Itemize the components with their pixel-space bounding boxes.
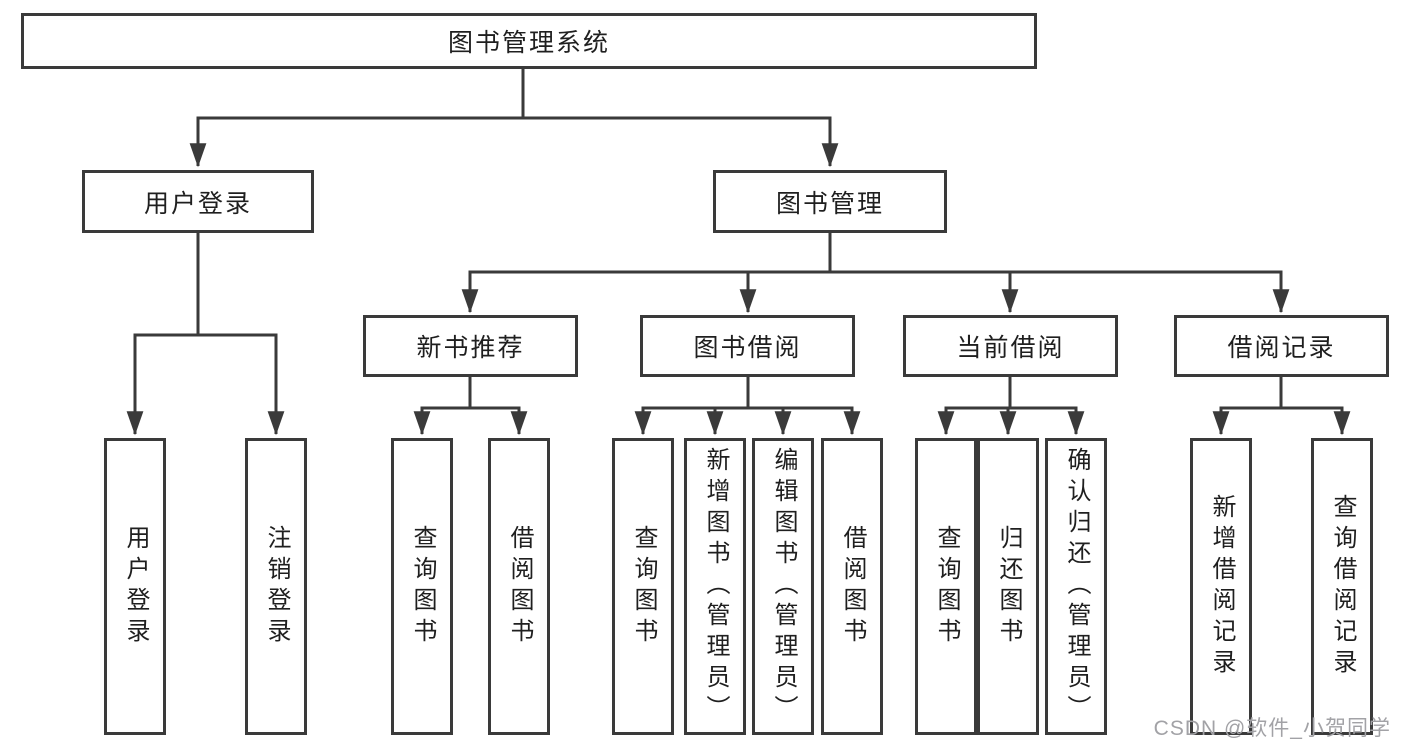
node-borrowing-records: 借阅记录 [1174,315,1389,377]
leaf-borrow-books-recommend: 借阅图书 [488,438,550,735]
node-book-management: 图书管理 [713,170,947,233]
node-label: 当前借阅 [956,334,1065,362]
node-label: 借阅记录 [1227,334,1336,362]
leaf-label: 归还图书 [995,524,1022,649]
connector-user-login-to-leaves [126,233,285,436]
leaf-label: 借阅图书 [839,524,866,649]
leaf-return-books: 归还图书 [977,438,1039,735]
leaf-label: 查询借阅记录 [1329,493,1356,680]
leaf-label: 新增借阅记录 [1208,493,1235,680]
leaf-label: 用户登录 [122,524,149,649]
leaf-label: 新增图书（管理员） [702,447,729,726]
leaf-add-books-admin: 新增图书（管理员） [684,438,746,735]
leaf-add-borrow-record: 新增借阅记录 [1190,438,1252,735]
connector-borrowing-records-to-leaves [1212,377,1351,436]
leaf-query-books-recommend: 查询图书 [391,438,453,735]
connector-book-borrowing-to-leaves [634,377,861,436]
node-label: 用户登录 [143,189,252,218]
node-library-management-system: 图书管理系统 [21,13,1037,69]
leaf-logout-login: 注销登录 [245,438,307,735]
leaf-label: 编辑图书（管理员） [770,447,797,726]
leaf-query-books-borrow: 查询图书 [612,438,674,735]
node-user-login: 用户登录 [82,170,314,233]
leaf-label: 注销登录 [263,524,290,649]
connector-new-book-recommendation-to-leaves [413,377,528,436]
leaf-label: 查询图书 [630,524,657,649]
connector-book-management-to-level3 [461,233,1290,314]
leaf-query-books-current: 查询图书 [915,438,977,735]
leaf-borrow-books-borrow: 借阅图书 [821,438,883,735]
leaf-label: 确认归还（管理员） [1063,447,1090,726]
node-new-book-recommendation: 新书推荐 [363,315,578,377]
csdn-watermark: CSDN @软件_小贺同学 [1153,717,1391,740]
leaf-confirm-return-admin: 确认归还（管理员） [1045,438,1107,735]
connector-root-to-level2 [189,69,839,168]
node-current-borrowing: 当前借阅 [903,315,1118,377]
node-book-borrowing: 图书借阅 [640,315,855,377]
leaf-user-login: 用户登录 [104,438,166,735]
leaf-label: 查询图书 [933,524,960,649]
leaf-label: 借阅图书 [506,524,533,649]
leaf-edit-books-admin: 编辑图书（管理员） [752,438,814,735]
leaf-query-borrow-record: 查询借阅记录 [1311,438,1373,735]
node-label: 图书借阅 [693,334,802,362]
node-label: 新书推荐 [416,334,525,362]
node-label: 图书管理 [775,189,884,218]
node-label: 图书管理系统 [447,29,610,57]
leaf-label: 查询图书 [409,524,436,649]
connector-current-borrowing-to-leaves [937,377,1085,436]
